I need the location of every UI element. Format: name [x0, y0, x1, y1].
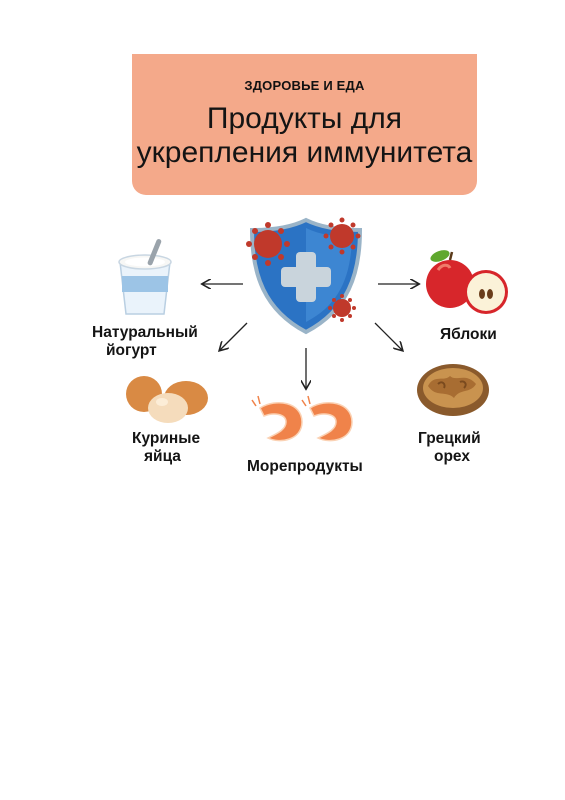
- seafood-label: Морепродукты: [247, 458, 363, 475]
- virus-icon-bottom: [328, 294, 356, 322]
- arrow-to-walnut: [374, 322, 402, 350]
- walnut-icon: [417, 364, 489, 416]
- virus-icon-right: [323, 217, 361, 255]
- page-title: Продукты для укрепления иммунитета: [132, 102, 477, 170]
- title-line-1: Продукты для: [206, 102, 403, 135]
- eggs-icon: [126, 376, 208, 423]
- virus-icon-left: [246, 222, 290, 266]
- yogurt-icon: [118, 239, 172, 315]
- section-kicker: ЗДОРОВЬЕ И ЕДА: [244, 78, 365, 93]
- yogurt-label: Натуральный йогурт: [92, 324, 198, 359]
- walnut-label: Грецкий орех: [418, 430, 481, 465]
- apple-icon: [426, 250, 508, 314]
- apples-label: Яблоки: [440, 326, 497, 343]
- arrow-to-eggs: [220, 322, 248, 350]
- title-line-2: укрепления иммунитета: [136, 136, 473, 169]
- shrimp-icon: [251, 395, 353, 442]
- header-banner: ЗДОРОВЬЕ И ЕДА Продукты для укрепления и…: [132, 54, 477, 195]
- eggs-label: Куриные яйца: [132, 430, 201, 465]
- shield-icon: [246, 217, 363, 335]
